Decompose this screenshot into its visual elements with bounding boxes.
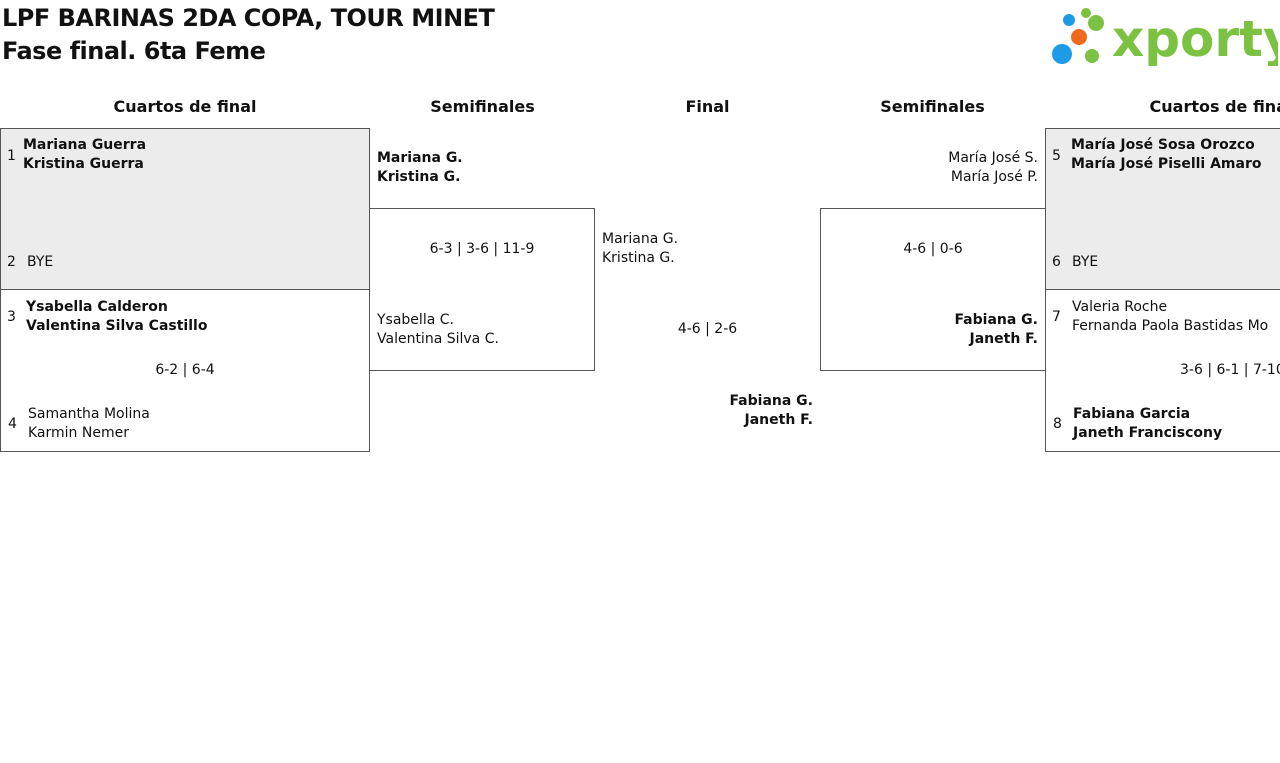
right-sf-match[interactable]: 4-6 | 0-6 Fabiana G. Janeth F. xyxy=(820,208,1046,371)
player-name: Karmin Nemer xyxy=(28,425,129,441)
player-name: Fabiana G. xyxy=(954,312,1038,328)
player-name: Fabiana G. xyxy=(729,393,813,409)
title-line-1: LPF BARINAS 2DA COPA, TOUR MINET xyxy=(2,4,495,32)
seed-number: 4 xyxy=(8,416,17,432)
player-name: Valeria Roche xyxy=(1072,299,1168,315)
player-name: María José Sosa Orozco xyxy=(1071,137,1255,153)
player-name: Kristina Guerra xyxy=(23,156,144,172)
team-entry: Ysabella Calderon Valentina Silva Castil… xyxy=(26,298,207,336)
right-qf-match-1[interactable]: 5 María José Sosa Orozco María José Pise… xyxy=(1045,128,1280,290)
seed-number: 2 xyxy=(7,254,16,270)
player-name: Fernanda Paola Bastidas Mo xyxy=(1072,318,1269,334)
player-name: Mariana G. xyxy=(377,150,463,166)
team-entry: Samantha Molina Karmin Nemer xyxy=(28,405,150,443)
player-name: María José S. xyxy=(948,150,1038,166)
round-header-final: Final xyxy=(685,97,730,116)
player-name: Ysabella Calderon xyxy=(26,299,168,315)
xporty-logo[interactable]: xporty xyxy=(1050,4,1280,68)
left-qf-match-1[interactable]: 1 Mariana Guerra Kristina Guerra 2 BYE xyxy=(0,128,370,290)
round-header-left-sf: Semifinales xyxy=(430,97,535,116)
right-sf-team-a: María José S. María José P. xyxy=(880,149,1038,187)
final-team-b: Fabiana G. Janeth F. xyxy=(700,392,813,430)
player-name: Kristina G. xyxy=(377,169,461,185)
match-score: 6-2 | 6-4 xyxy=(155,362,215,378)
team-entry: María José Sosa Orozco María José Pisell… xyxy=(1071,136,1261,174)
player-name: Fabiana Garcia xyxy=(1073,406,1191,422)
player-name: Janeth Franciscony xyxy=(1073,425,1223,441)
player-name: Janeth F. xyxy=(969,331,1038,347)
logo-wordmark: xporty xyxy=(1112,10,1278,66)
player-name: Mariana G. xyxy=(602,231,679,247)
seed-number: 8 xyxy=(1053,416,1062,432)
right-sf-team-b: Fabiana G. Janeth F. xyxy=(881,311,1038,349)
final-score: 4-6 | 2-6 xyxy=(677,321,738,337)
player-name: Valentina Silva C. xyxy=(377,331,499,347)
final-team-a: Mariana G. Kristina G. xyxy=(602,230,678,268)
player-name: Kristina G. xyxy=(602,250,675,266)
player-name: Mariana Guerra xyxy=(23,137,147,153)
round-header-left-qf: Cuartos de final xyxy=(113,97,257,116)
player-name: Janeth F. xyxy=(744,412,813,428)
player-name: María José P. xyxy=(950,169,1038,185)
seed-number: 3 xyxy=(7,309,16,325)
tournament-title: LPF BARINAS 2DA COPA, TOUR MINET Fase fi… xyxy=(2,2,495,68)
title-line-2: Fase final. 6ta Feme xyxy=(2,37,266,65)
team-entry: Mariana Guerra Kristina Guerra xyxy=(23,136,146,174)
team-entry: Fabiana Garcia Janeth Franciscony xyxy=(1073,405,1222,443)
match-score: 3-6 | 6-1 | 7-10 xyxy=(1180,362,1280,378)
right-qf-match-2[interactable]: 7 Valeria Roche Fernanda Paola Bastidas … xyxy=(1045,289,1280,452)
left-qf-match-2[interactable]: 3 Ysabella Calderon Valentina Silva Cast… xyxy=(0,289,370,452)
left-sf-team-b: Ysabella C. Valentina Silva C. xyxy=(377,311,499,349)
seed-number: 1 xyxy=(7,148,16,164)
bye-label: BYE xyxy=(1072,254,1099,270)
player-name: María José Piselli Amaro xyxy=(1071,156,1262,172)
match-score: 6-3 | 3-6 | 11-9 xyxy=(429,241,535,257)
xporty-logo-icon: xporty xyxy=(1052,8,1280,68)
round-header-right-qf: Cuartos de final xyxy=(1149,97,1280,116)
bye-label: BYE xyxy=(27,254,54,270)
player-name: Samantha Molina xyxy=(28,406,150,422)
seed-number: 5 xyxy=(1052,148,1061,164)
team-entry: Valeria Roche Fernanda Paola Bastidas Mo xyxy=(1072,298,1268,336)
player-name: Valentina Silva Castillo xyxy=(26,318,208,334)
left-sf-match[interactable]: 6-3 | 3-6 | 11-9 Ysabella C. Valentina S… xyxy=(369,208,595,371)
round-header-right-sf: Semifinales xyxy=(880,97,985,116)
match-score: 4-6 | 0-6 xyxy=(903,241,963,257)
seed-number: 6 xyxy=(1052,254,1061,270)
player-name: Ysabella C. xyxy=(377,312,454,328)
seed-number: 7 xyxy=(1052,309,1061,325)
left-sf-team-a: Mariana G. Kristina G. xyxy=(377,149,463,187)
